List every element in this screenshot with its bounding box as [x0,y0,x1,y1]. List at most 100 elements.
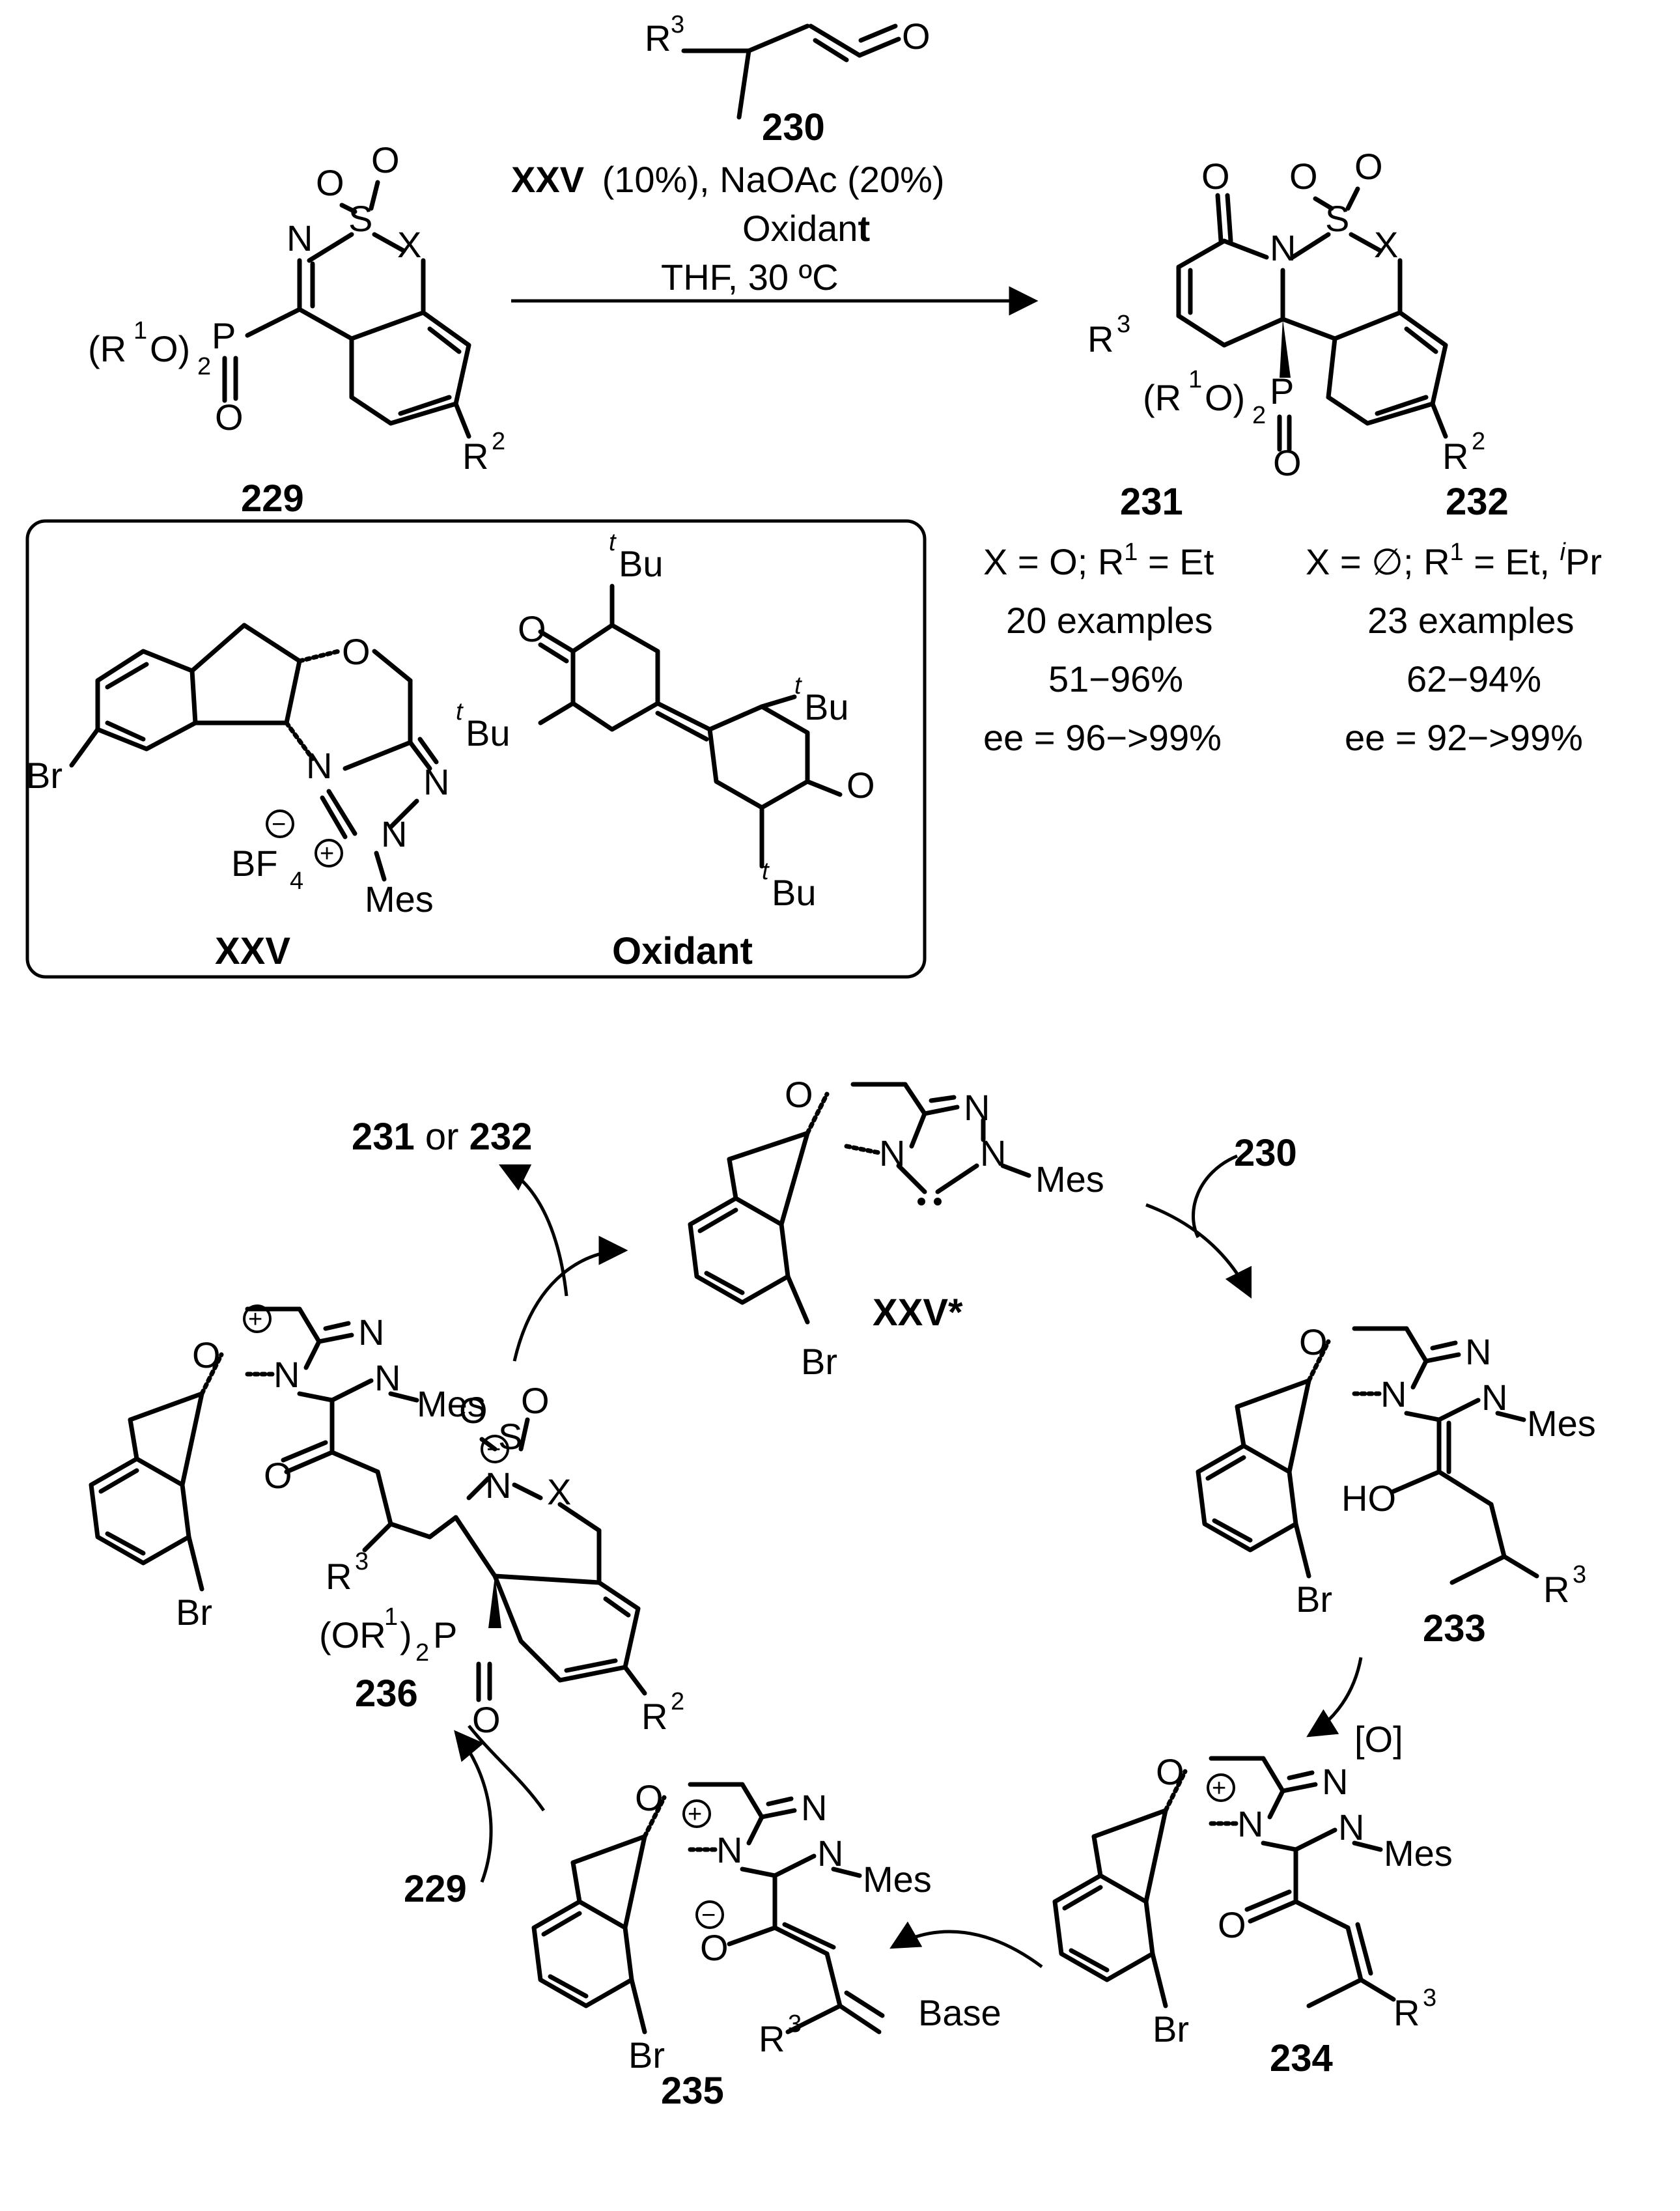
svg-text:N: N [1270,227,1296,268]
svg-text:X: X [397,224,421,265]
conditions-catalyst: XXV (10%), NaOAc (20%) [511,159,945,200]
svg-text:3: 3 [671,11,684,38]
svg-text:+: + [248,1306,262,1333]
results-231-ee: ee = 96−>99% [983,717,1222,758]
svg-text:O: O [700,1927,729,1968]
results-232-condition: X = ∅; R1 = Et, iPr [1306,539,1602,582]
svg-text:Bu: Bu [466,712,511,753]
svg-text:1: 1 [133,317,147,345]
arrow-release-product [498,1164,568,1297]
svg-text:R: R [462,436,488,477]
svg-text:N: N [485,1465,511,1506]
arrow-235-to-236 [468,1725,546,1812]
svg-text:N: N [1322,1761,1348,1802]
intermediate-235-structure: O N N N Mes O R 3 Br + − [531,1777,932,2076]
svg-text:Br: Br [801,1341,837,1382]
results-231-yield: 51−96% [1048,658,1183,699]
svg-text:R: R [759,2018,785,2059]
svg-text:+: + [1212,1775,1226,1802]
intermediate-236-structure: O N N N Mes O R 3 (OR 1 ) 2 P O N S O O … [89,1304,684,1740]
results-231-condition: X = O; R1 = Et [983,539,1214,582]
svg-text:O): O) [150,328,190,369]
svg-text:Mes: Mes [1384,1833,1453,1874]
svg-text:S: S [348,198,372,239]
svg-text:N: N [358,1312,384,1353]
cycle-oxidation-label: [O] [1354,1719,1403,1760]
svg-text:O: O [316,162,344,203]
svg-text:(OR: (OR [319,1614,386,1655]
results-231-examples: 20 examples [1006,600,1213,641]
svg-text:N: N [716,1829,742,1870]
svg-text:R: R [1087,318,1113,359]
arrow-230-in [1192,1154,1238,1239]
compound-234-label: 234 [1270,2037,1333,2079]
svg-text:N: N [817,1833,843,1874]
svg-text:O: O [635,1777,664,1818]
svg-text:N: N [1481,1377,1507,1418]
cycle-reagent-230: 230 [1234,1132,1297,1174]
svg-text:O: O [785,1074,813,1115]
svg-text:t: t [794,672,802,699]
svg-text:t: t [456,698,464,725]
arrow-base [889,1921,1043,1969]
svg-text:O: O [1299,1321,1328,1362]
compound-xxv-star-label: XXV* [873,1291,963,1334]
svg-text:O: O [521,1380,550,1421]
svg-text:−: − [701,1902,716,1929]
svg-text:3: 3 [788,2010,802,2038]
cycle-substrate-229: 229 [404,1868,467,1910]
results-231: X = O; R1 = Et 20 examples 51−96% ee = 9… [983,539,1222,758]
arrow-oxidation [1306,1657,1363,1738]
svg-text:Mes: Mes [417,1383,486,1424]
svg-text:O: O [371,139,400,180]
svg-text:N: N [1237,1803,1263,1844]
svg-text:Br: Br [176,1592,212,1633]
svg-text:+: + [320,840,334,867]
svg-text:N: N [287,218,313,259]
intermediate-233-structure: O N N N Mes HO R 3 Br [1196,1321,1596,1620]
compound-231-label: 231 [1120,481,1183,523]
compound-235-label: 235 [661,2070,724,2112]
carbene-xxv-star-structure: O N N N Mes Br [688,1074,1104,1382]
oxidant-structure: O O t Bu t Bu t Bu t Bu [456,529,875,913]
svg-text:P: P [212,315,236,356]
svg-text:3: 3 [1573,1561,1586,1588]
svg-text:3: 3 [1117,311,1130,338]
svg-text:3: 3 [1423,1984,1436,2012]
enal-230-structure: R 3 O [645,11,931,120]
svg-text:O: O [459,1390,488,1431]
svg-text:Mes: Mes [863,1859,932,1900]
svg-text:N: N [374,1357,400,1398]
intermediate-234-structure: O N N N Mes O R 3 Br + [1052,1751,1453,2049]
svg-text:O: O [902,16,931,57]
svg-text:N: N [1465,1331,1491,1372]
compound-229-label: 229 [241,477,304,520]
compound-230-label: 230 [762,106,825,148]
svg-text:Br: Br [628,2035,665,2076]
cycle-product-label: 231 or 232 [352,1116,532,1158]
svg-text:N: N [381,813,407,854]
svg-text:2: 2 [415,1639,429,1667]
svg-text:+: + [688,1801,702,1828]
svg-text:N: N [306,745,332,786]
svg-text:P: P [433,1614,457,1655]
results-232-ee: ee = 92−>99% [1345,717,1583,758]
catalyst-box [25,519,927,979]
compound-236-label: 236 [355,1672,418,1715]
conditions-solvent: THF, 30 ºC [661,257,839,298]
results-232: X = ∅; R1 = Et, iPr 23 examples 62−94% e… [1306,539,1602,758]
svg-text:O: O [342,631,371,672]
svg-text:3: 3 [355,1548,369,1575]
svg-text:O: O [1201,156,1230,197]
compound-xxv-label: XXV [215,930,290,972]
compound-233-label: 233 [1423,1607,1486,1650]
arrow-carbene-to-233 [1145,1203,1252,1299]
svg-text:Bu: Bu [804,686,849,727]
svg-text:X: X [1374,224,1398,265]
svg-text:R: R [1543,1569,1569,1610]
svg-text:R: R [1442,436,1468,477]
catalyst-xxv-structure: Br O N N N Mes BF 4 − + [26,623,449,920]
svg-text:t: t [762,858,770,885]
svg-text:O: O [847,765,875,806]
